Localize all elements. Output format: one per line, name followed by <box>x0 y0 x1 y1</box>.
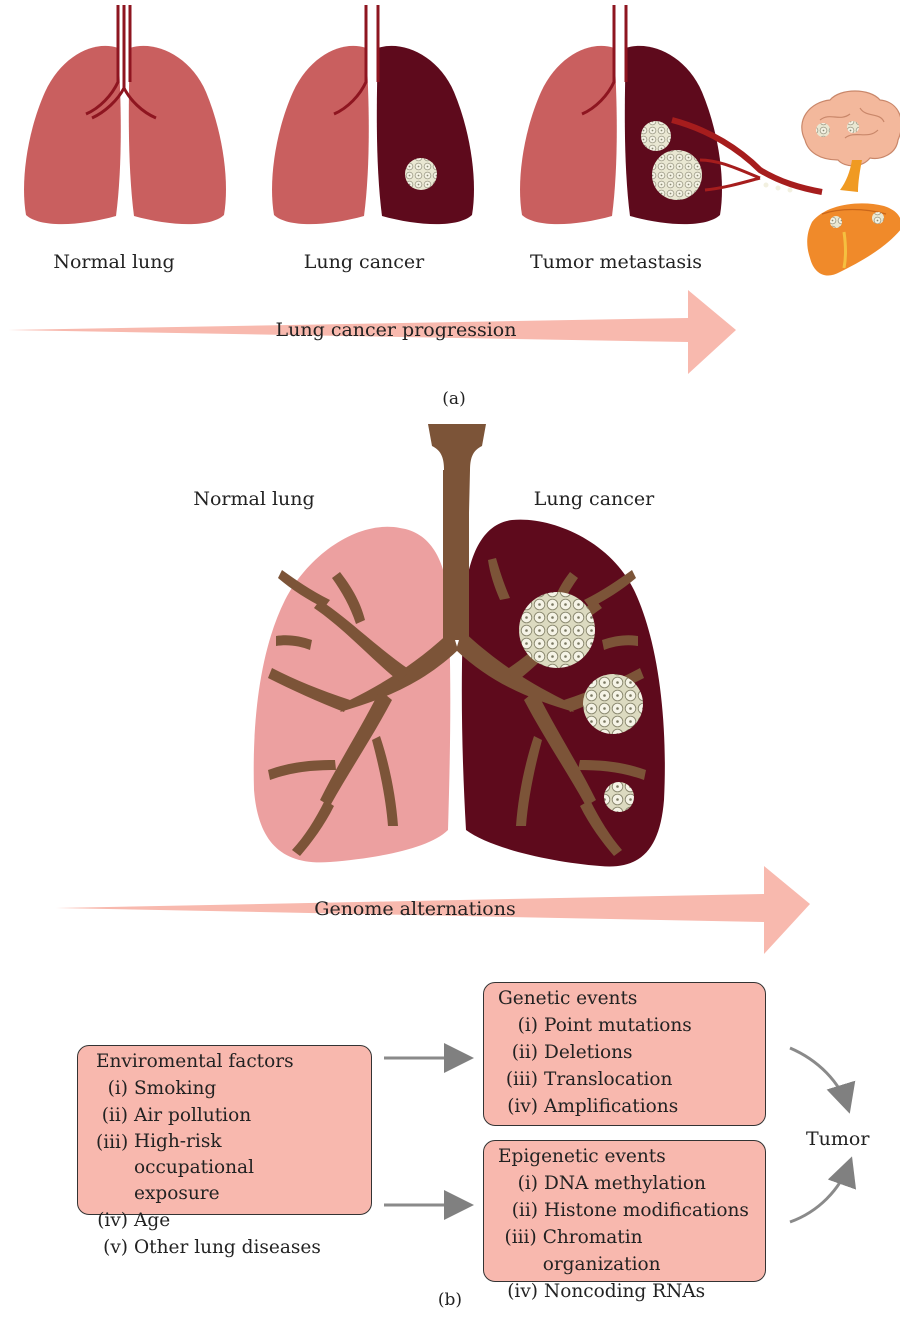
tumor-outcome-label: Tumor <box>806 1128 869 1150</box>
genetic-title: Genetic events <box>498 985 759 1012</box>
epigenetic-item: (iv)Noncoding RNAs <box>498 1278 759 1305</box>
env-item: (v)Other lung diseases <box>96 1234 365 1261</box>
epigenetic-title: Epigenetic events <box>498 1143 759 1170</box>
epigenetic-events-box: Epigenetic events (i)DNA methylation (ii… <box>483 1140 766 1282</box>
env-item: (iii)High-risk occupational exposure <box>96 1129 365 1207</box>
environmental-title: Enviromental factors <box>96 1048 365 1075</box>
epigenetic-item: (i)DNA methylation <box>498 1170 759 1197</box>
arrow-genetic-to-tumor <box>790 1048 848 1108</box>
epigenetic-item: (ii)Histone modifications <box>498 1197 759 1224</box>
env-item: (i)Smoking <box>96 1075 365 1102</box>
genetic-item: (i)Point mutations <box>498 1012 759 1039</box>
env-item: (iv)Age <box>96 1207 365 1234</box>
genetic-events-box: Genetic events (i)Point mutations (ii)De… <box>483 982 766 1126</box>
genetic-item: (ii)Deletions <box>498 1039 759 1066</box>
genetic-item: (iv)Amplifications <box>498 1093 759 1120</box>
genetic-item: (iii)Translocation <box>498 1066 759 1093</box>
epigenetic-item: (iii)Chromatin organization <box>498 1224 759 1278</box>
environmental-factors-box: Enviromental factors (i)Smoking (ii)Air … <box>77 1045 372 1215</box>
env-item: (ii)Air pollution <box>96 1102 365 1129</box>
arrow-epigenetic-to-tumor <box>790 1162 850 1222</box>
caption-b: (b) <box>438 1290 462 1310</box>
